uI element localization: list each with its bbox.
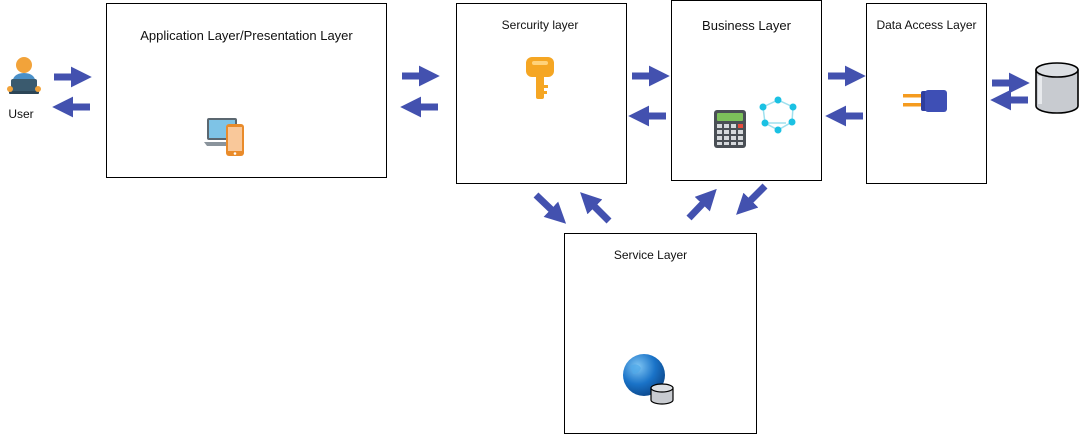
business-layer-title: Business Layer bbox=[702, 18, 791, 33]
data-access-layer-box: Data Access Layer bbox=[866, 3, 987, 184]
arrow-security-to-service bbox=[533, 192, 567, 224]
application-layer-box: Application Layer/Presentation Layer bbox=[106, 3, 387, 178]
user-label: User bbox=[8, 107, 34, 121]
application-layer-title: Application Layer/Presentation Layer bbox=[140, 28, 353, 43]
data-access-layer-title: Data Access Layer bbox=[876, 18, 977, 32]
security-layer-title: Sercurity layer bbox=[501, 18, 579, 32]
user-actor: User bbox=[6, 55, 42, 125]
arrow-service-to-business bbox=[686, 188, 717, 221]
network-graph-icon bbox=[759, 96, 797, 134]
arrow-service-to-security bbox=[580, 192, 612, 224]
business-layer-box: Business Layer bbox=[671, 0, 822, 181]
connector-plug-icon bbox=[903, 90, 947, 112]
calculator-icon bbox=[714, 110, 746, 148]
security-layer-box: Sercurity layer bbox=[456, 3, 627, 184]
service-layer-box: Service Layer bbox=[564, 233, 757, 434]
user-with-laptop-icon bbox=[7, 57, 41, 94]
key-icon bbox=[526, 57, 554, 99]
globe-database-icon bbox=[623, 354, 674, 405]
laptop-and-phone-icon bbox=[204, 118, 244, 156]
arrow-business-to-service bbox=[736, 183, 768, 215]
database-cylinder-icon bbox=[1035, 62, 1079, 114]
service-layer-title: Service Layer bbox=[613, 248, 688, 262]
